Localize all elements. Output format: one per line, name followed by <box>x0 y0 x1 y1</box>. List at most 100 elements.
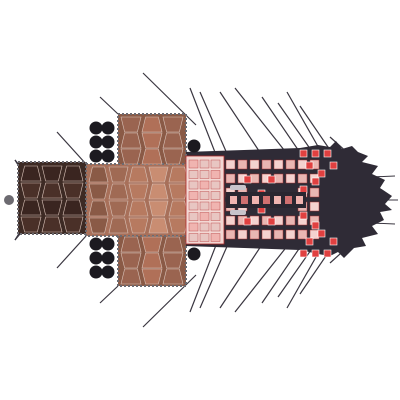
antenna-line <box>56 235 87 269</box>
engine-panel <box>225 159 236 170</box>
core-cell <box>199 170 210 179</box>
engine-panel <box>249 159 260 170</box>
antenna-line <box>234 87 293 161</box>
circle-hardpoint-icon <box>187 247 201 261</box>
trapezoid-armor-tile <box>20 182 42 199</box>
circle-hardpoint-icon <box>101 237 115 251</box>
red-gun-cell-icon <box>267 175 276 184</box>
engine-panel <box>297 159 308 170</box>
core-cell <box>199 233 210 242</box>
antenna-line <box>56 131 87 165</box>
spine-cell <box>285 196 292 204</box>
trapezoid-armor-tile <box>162 268 184 285</box>
antenna-line <box>189 87 219 161</box>
core-cell <box>188 233 199 242</box>
core-cell <box>210 212 221 221</box>
trapezoid-armor-tile <box>41 165 63 182</box>
trapezoid-armor-tile <box>162 148 184 165</box>
core-cell <box>210 159 221 169</box>
antenna-line <box>219 239 266 309</box>
circle-hardpoint-icon <box>101 265 115 279</box>
trapezoid-armor-tile <box>128 183 149 200</box>
core-cell <box>188 159 199 169</box>
antenna-line <box>234 239 293 313</box>
core-cell <box>188 170 199 179</box>
spine-tube <box>230 210 246 215</box>
engine-panel <box>309 187 320 198</box>
trapezoid-armor-tile <box>88 183 109 200</box>
antenna-line <box>261 239 306 304</box>
antenna-line <box>99 285 119 304</box>
engine-panel <box>297 229 308 240</box>
trapezoid-armor-tile <box>120 236 142 253</box>
command-core <box>185 149 338 258</box>
antenna-line <box>189 239 219 313</box>
trapezoid-armor-tile <box>148 217 169 234</box>
antenna-lines <box>14 72 398 328</box>
engine-panel <box>273 173 284 184</box>
core-cell <box>210 233 221 242</box>
red-gun-cell-icon <box>311 249 320 258</box>
core-cell <box>199 201 210 211</box>
hardpoints <box>89 121 201 279</box>
engine-panel <box>285 215 296 226</box>
engine-panel <box>249 215 260 226</box>
engine-panel <box>261 159 272 170</box>
spine-cell <box>230 196 237 204</box>
circle-hardpoint-icon <box>187 139 201 153</box>
antenna-line <box>286 249 321 309</box>
engine-panel <box>285 229 296 240</box>
trapezoid-armor-tile <box>148 183 169 200</box>
circle-hardpoint-icon <box>89 121 103 135</box>
red-gun-cell-icon <box>305 161 314 170</box>
rear-node-icon <box>4 195 14 205</box>
trapezoid-armor-tile <box>88 217 109 234</box>
trapezoid-armor-tile <box>128 217 149 234</box>
trapezoid-armor-tile <box>168 183 189 200</box>
circle-hardpoint-icon <box>101 251 115 265</box>
antenna-line <box>99 96 119 115</box>
red-gun-cell-icon <box>299 149 308 158</box>
engine-panel <box>273 159 284 170</box>
trapezoid-armor-tile <box>108 183 129 200</box>
trapezoid-armor-tile <box>120 132 142 149</box>
antenna-line <box>299 249 331 295</box>
red-gun-cell-icon <box>311 221 320 230</box>
red-gun-cell-icon <box>267 217 276 226</box>
core-cell <box>188 180 199 190</box>
spine-tube <box>230 185 246 190</box>
trapezoid-armor-tile <box>120 148 142 165</box>
red-gun-cell-icon <box>311 177 320 186</box>
engine-panel <box>273 229 284 240</box>
trapezoid-armor-tile <box>128 166 149 183</box>
trapezoid-armor-tile <box>141 252 163 269</box>
red-gun-cell-icon <box>323 149 332 158</box>
core-cell <box>188 222 199 232</box>
trapezoid-armor-tile <box>141 236 163 253</box>
antenna-line <box>219 91 266 161</box>
engine-panel <box>225 173 236 184</box>
trapezoid-armor-tile <box>108 217 129 234</box>
trapezoid-armor-tile <box>168 200 189 217</box>
antenna-line <box>299 105 331 151</box>
spine-cell <box>241 196 248 204</box>
core-cell <box>199 191 210 200</box>
trapezoid-armor-tile <box>120 268 142 285</box>
engine-panel <box>261 229 272 240</box>
trapezoid-armor-tile <box>128 200 149 217</box>
antenna-line <box>142 72 197 126</box>
engine-panel <box>297 173 308 184</box>
trapezoid-armor-tile <box>20 199 42 216</box>
engine-panel <box>237 229 248 240</box>
red-gun-cell-icon <box>329 161 338 170</box>
trapezoid-armor-tile <box>88 200 109 217</box>
red-gun-cell-icon <box>243 217 252 226</box>
antenna-line <box>286 91 321 151</box>
circle-hardpoint-icon <box>89 135 103 149</box>
armor-tiles <box>20 116 189 285</box>
engine-panel <box>237 159 248 170</box>
trapezoid-armor-tile <box>62 165 84 182</box>
circle-hardpoint-icon <box>89 237 103 251</box>
red-gun-cell-icon <box>329 237 338 246</box>
